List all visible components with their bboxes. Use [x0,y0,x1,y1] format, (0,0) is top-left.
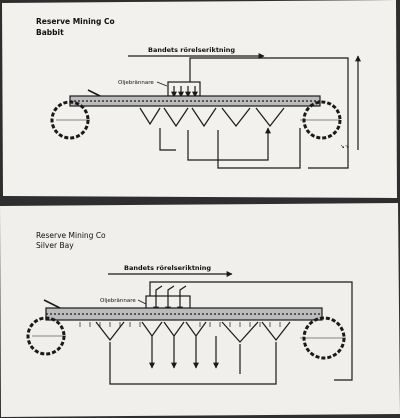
diagram-2-title-line2: Silver Bay [36,241,74,250]
diagram-1-recirc-duct [187,127,271,161]
diagram-1-windbox [255,107,285,127]
diagram-1-discharge-arrows: ↘↘ [340,144,349,150]
diagram-2-burner-arrow [177,285,187,313]
diagram-1-recirc-duct [159,128,176,151]
diagram-2-title-line1: Reserve Mining Co [36,231,106,240]
diagram-2-grate-ticks [79,322,281,327]
diagram-2-return-duct [149,281,353,381]
diagram-1-windbox [221,107,251,127]
diagram-2-windbox [261,321,291,341]
diagram-2-direction-label: Bandets rörelseriktning [124,264,211,272]
diagram-2-burner-arrow [153,285,163,313]
diagram-2-windbox [221,321,259,343]
diagram-2-windbox [95,321,125,341]
diagram-1-recirc-duct [217,128,301,169]
diagram-1-windbox [163,107,189,128]
diagram-silver-bay: Reserve Mining Co Silver Bay Bandets rör… [26,231,353,385]
diagram-1-windbox [191,107,217,128]
diagram-1-direction-label: Bandets rörelseriktning [148,46,235,54]
diagram-2-recirc-duct [109,342,277,385]
diagram-1-burner-label: Oljebrännare [118,80,154,86]
diagram-2-burner-arrow [165,285,175,313]
diagram-2-burner-leader [137,299,147,305]
diagram-1-title-line2: Babbit [36,28,64,37]
diagram-1-windbox [139,107,161,126]
diagram-babbit: Reserve Mining Co Babbit Bandets rörelse… [36,17,361,169]
diagram-1-return-duct [189,57,349,169]
diagram-1-burner-leader [156,81,168,87]
diagram-2-burner-label: Oljebrännare [100,298,136,304]
diagram-1-title-line1: Reserve Mining Co [36,17,115,26]
diagram-2-feed-chute [43,299,61,309]
